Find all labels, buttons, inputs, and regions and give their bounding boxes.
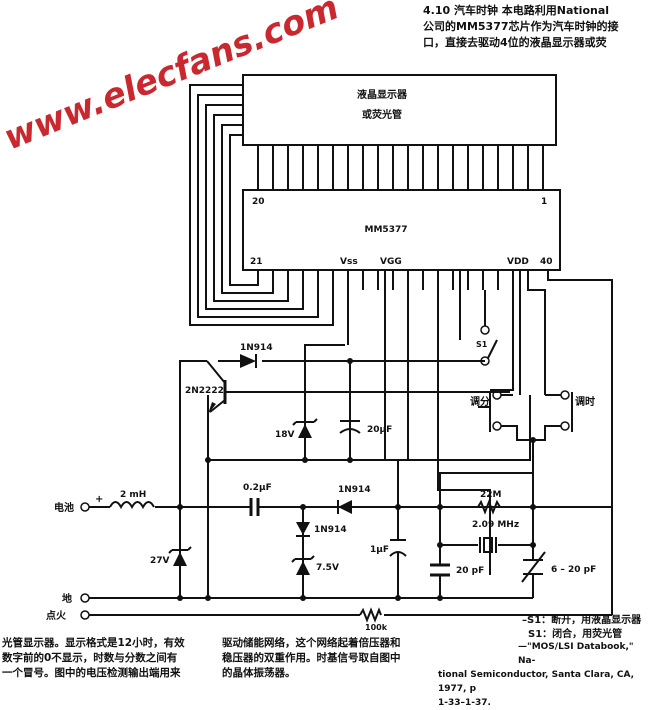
junction-dots (177, 358, 536, 601)
body-line: 数字前的0不显示，时数与分数之间有 (2, 652, 178, 664)
cap-label: 0.2μF (243, 483, 272, 493)
trimmer-capacitor (521, 551, 546, 583)
chip-bottom-pins (347, 270, 613, 615)
pin-label: 20 (252, 197, 265, 207)
header-line: 口，直接去驱动4位的液晶显示器或荧 (423, 36, 607, 49)
resistor-label: 22M (480, 490, 502, 500)
body-line: 一个冒号。图中的电压检测输出端用来 (2, 667, 181, 679)
cap-label: 1μF (370, 545, 389, 555)
zener-7.5v (296, 561, 310, 575)
display-label: 或荧光管 (362, 108, 402, 121)
terminal-label: 电池 (54, 501, 74, 514)
pin-label: Vss (340, 257, 358, 267)
plus-sign: + (95, 494, 103, 505)
supply-rail (179, 344, 531, 507)
resistor-22m (477, 499, 501, 515)
body-line: 稳压器的双重作用。时基信号取自图中 (222, 652, 401, 664)
diode-label: 1N914 (240, 343, 273, 353)
display-box (242, 74, 557, 146)
s1-legend: –S1：断开，用液晶显示器 S1：闭合，用荧光管 (522, 614, 641, 642)
capacitor-20uf (339, 420, 361, 434)
pin-label: 40 (540, 257, 553, 267)
ignition-terminal[interactable] (80, 610, 90, 620)
terminal-label: 点火 (46, 609, 67, 622)
display-pins (257, 145, 544, 190)
body-column-1: 光管显示器。显示格式是12小时，有效 数字前的0不显示，时数与分数之间有 一个冒… (2, 636, 185, 681)
header-line: 4.10 汽车时钟 本电路利用National (423, 4, 610, 17)
diode-label: 1N914 (314, 525, 347, 535)
citation-line: 1-33–1-37. (438, 698, 491, 708)
chip-name: MM5377 (365, 225, 408, 235)
battery-terminal[interactable] (80, 502, 90, 512)
ground-terminal[interactable] (80, 593, 90, 603)
terminal-label: 地 (62, 592, 72, 605)
pin-label: VDD (507, 257, 529, 267)
resistor-label: 100k (365, 623, 388, 632)
crystal (479, 537, 497, 553)
capacitor-1uf (389, 460, 407, 598)
zener-label: 7.5V (316, 563, 339, 573)
source-citation: —"MOS/LSI Databook," Na- tional Semicond… (438, 640, 653, 710)
zener-label: 27V (150, 556, 170, 566)
diode-label: 1N914 (338, 485, 371, 495)
body-column-2: 驱动储能网络，这个网络起着倍压器和 稳压器的双重作用。时基信号取自图中 的晶体振… (222, 636, 401, 681)
diode-1n914-mid (338, 500, 352, 514)
body-line: 驱动储能网络，这个网络起着倍压器和 (222, 637, 401, 649)
capacitor-20pf (430, 563, 450, 577)
switch-label: S1 (476, 340, 488, 349)
cap-label: 20 pF (456, 566, 484, 576)
capacitor-0.2uf (249, 498, 260, 516)
button-label: 调时 (575, 395, 595, 408)
watermark-logo: www.elecfans.com (0, 0, 344, 158)
header-line: 公司的MM5377芯片作为汽车时钟的接 (423, 20, 619, 33)
diode-1n914-top (240, 354, 256, 368)
display-wiring (189, 84, 334, 326)
inductor-2mh (109, 501, 155, 510)
legend-line: –S1：断开，用液晶显示器 (522, 615, 642, 626)
transistor-label: 2N2222 (185, 386, 224, 396)
transistor-2n2222 (206, 360, 227, 460)
resistor-100k (359, 607, 382, 623)
inductor-label: 2 mH (120, 490, 146, 500)
citation-line: —"MOS/LSI Databook," Na- (518, 642, 634, 666)
pin-label: 21 (250, 257, 263, 267)
zener-27v (173, 552, 187, 566)
cap-label: 20μF (367, 425, 392, 435)
mm5377-chip (242, 189, 561, 271)
crystal-label: 2.09 MHz (472, 520, 519, 530)
button-hour[interactable] (560, 390, 573, 432)
zener-label: 18V (275, 430, 295, 440)
cap-label: 6 – 20 pF (551, 565, 596, 575)
button-minute[interactable] (478, 390, 502, 432)
citation-line: tional Semiconductor, Santa Clara, CA, 1… (438, 670, 635, 694)
body-line: 的晶体振荡器。 (222, 667, 296, 679)
diode-1n914-series (296, 522, 310, 535)
header-text: 4.10 汽车时钟 本电路利用National 公司的MM5377芯片作为汽车时… (423, 3, 651, 51)
display-label: 液晶显示器 (357, 88, 408, 101)
pin-label: 1 (541, 197, 547, 207)
button-label: 调分 (470, 395, 490, 408)
pin-label: VGG (380, 257, 402, 267)
zener-18v (298, 424, 312, 438)
legend-line: S1：闭合，用荧光管 (528, 629, 623, 640)
body-line: 光管显示器。显示格式是12小时，有效 (2, 637, 185, 649)
circuit-schematic: www.elecfans.com 液晶显示器 或荧光管 20 1 MM5377 … (0, 0, 613, 632)
